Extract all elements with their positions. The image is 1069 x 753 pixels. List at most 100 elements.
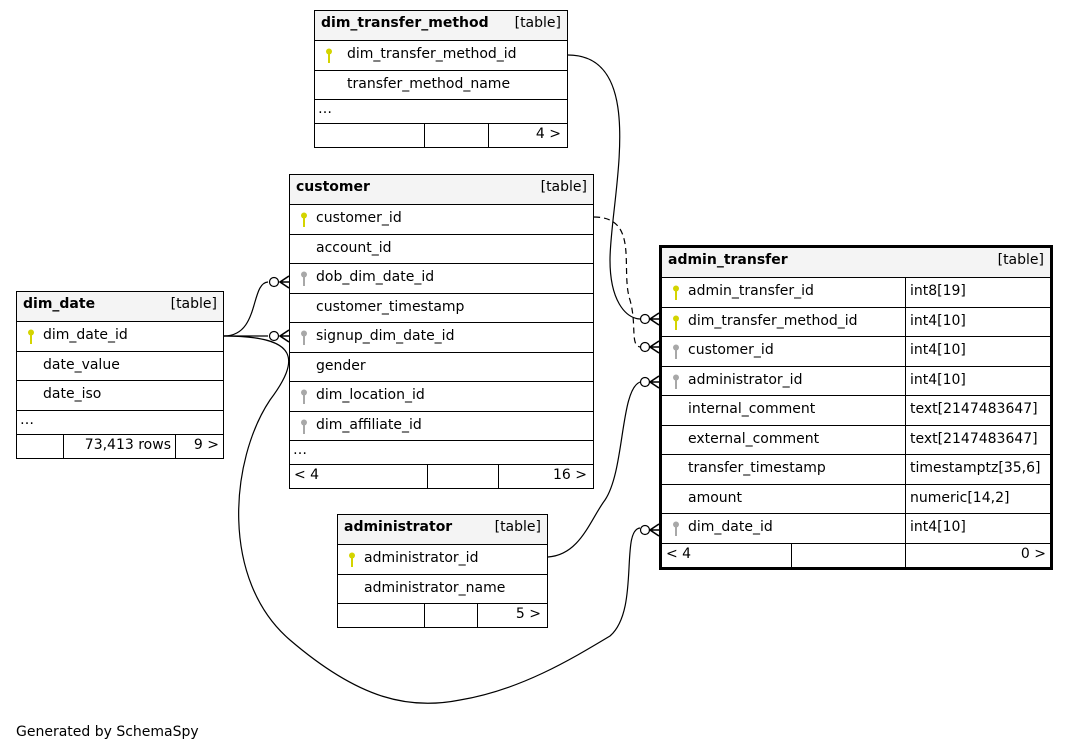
footer-right-children: 16 >	[553, 467, 587, 483]
table-admin-transfer[interactable]: admin_transfer [table] admin_transfer_id…	[659, 245, 1053, 570]
column-row[interactable]: dob_dim_date_id	[290, 263, 593, 293]
column-name: dim_transfer_method_id	[347, 46, 517, 62]
crowfoot-marker	[648, 340, 660, 354]
column-name: administrator_id	[364, 550, 479, 566]
column-row[interactable]: transfer_timestamp timestamptz[35,6]	[662, 454, 1050, 484]
table-administrator[interactable]: administrator [table] administrator_id a…	[337, 514, 548, 628]
primary-key-icon	[349, 552, 355, 567]
table-type-label: [table]	[170, 296, 217, 312]
crowfoot-marker	[648, 523, 660, 537]
table-footer: 73,413 rows 9 >	[17, 433, 223, 458]
primary-key-icon	[326, 48, 332, 63]
column-row[interactable]: signup_dim_date_id	[290, 322, 593, 352]
column-name: signup_dim_date_id	[316, 328, 455, 344]
column-name: transfer_timestamp	[688, 460, 826, 476]
column-row[interactable]: gender	[290, 351, 593, 382]
column-name: account_id	[316, 239, 392, 256]
column-type: int4[10]	[905, 307, 966, 336]
column-name: dim_affiliate_id	[316, 416, 422, 433]
column-row[interactable]: customer_id int4[10]	[662, 336, 1050, 366]
column-row[interactable]: dim_date_id int4[10]	[662, 513, 1050, 543]
column-name: amount	[688, 489, 743, 506]
column-name: dim_date_id	[43, 327, 128, 343]
table-type-label: [table]	[514, 15, 561, 31]
crowfoot-marker	[278, 275, 290, 289]
footer-right-children: 0 >	[1020, 545, 1046, 562]
foreign-key-icon	[673, 374, 679, 389]
column-type: int8[19]	[905, 278, 966, 307]
column-row[interactable]: admin_transfer_id int8[19]	[662, 277, 1050, 307]
foreign-key-icon	[301, 330, 307, 345]
optional-marker	[639, 524, 651, 536]
table-dim-transfer-method[interactable]: dim_transfer_method [table] dim_transfer…	[314, 10, 568, 148]
table-type-label: [table]	[540, 179, 587, 195]
column-name: gender	[316, 357, 366, 374]
table-type-label: [table]	[494, 519, 541, 535]
column-row[interactable]: account_id	[290, 233, 593, 264]
table-header[interactable]: dim_transfer_method [table]	[315, 11, 567, 40]
more-columns-ellipsis: …	[290, 440, 593, 464]
column-name: customer_timestamp	[316, 298, 465, 315]
primary-key-icon	[28, 329, 34, 344]
column-name: internal_comment	[688, 401, 816, 417]
column-name: customer_id	[316, 210, 402, 226]
column-row[interactable]: transfer_method_name	[315, 69, 567, 100]
column-row[interactable]: administrator_id	[338, 544, 547, 574]
table-customer[interactable]: customer [table] customer_id account_id …	[289, 174, 594, 489]
row-count: 73,413 rows	[84, 436, 171, 453]
column-name: date_iso	[43, 386, 102, 402]
primary-key-icon	[673, 315, 679, 330]
more-columns-ellipsis: …	[17, 409, 223, 434]
column-name: dim_date_id	[688, 519, 773, 535]
table-header[interactable]: administrator [table]	[338, 515, 547, 544]
footer-right-children: 5 >	[515, 606, 541, 622]
table-name: admin_transfer	[668, 252, 788, 268]
optional-marker	[639, 313, 651, 325]
column-name: date_value	[43, 356, 120, 373]
column-type: text[2147483647]	[905, 425, 1038, 454]
foreign-key-icon	[673, 344, 679, 359]
foreign-key-icon	[301, 389, 307, 404]
column-row[interactable]: administrator_name	[338, 573, 547, 604]
column-row[interactable]: date_value	[17, 350, 223, 381]
column-row[interactable]: customer_timestamp	[290, 292, 593, 323]
table-footer: < 4 0 >	[662, 542, 1050, 567]
primary-key-icon	[301, 212, 307, 227]
more-columns-ellipsis: …	[315, 99, 567, 123]
primary-key-icon	[673, 285, 679, 300]
column-name: transfer_method_name	[347, 75, 511, 92]
table-dim-date[interactable]: dim_date [table] dim_date_id date_value …	[16, 291, 224, 459]
column-type: int4[10]	[905, 366, 966, 395]
column-row[interactable]: customer_id	[290, 204, 593, 234]
edge-customer-to-admin-transfer	[593, 216, 641, 348]
column-name: dim_location_id	[316, 387, 425, 403]
table-header[interactable]: customer [table]	[290, 175, 593, 204]
column-row[interactable]: internal_comment text[2147483647]	[662, 395, 1050, 425]
column-type: text[2147483647]	[905, 396, 1038, 425]
crowfoot-marker	[648, 375, 660, 389]
column-row[interactable]: dim_transfer_method_id int4[10]	[662, 306, 1050, 336]
footer-right-children: 9 >	[193, 436, 219, 453]
edge-dim-transfer-method-to-admin-transfer	[567, 54, 641, 320]
table-name: administrator	[344, 519, 453, 535]
table-footer: 4 >	[315, 123, 567, 147]
column-row[interactable]: dim_date_id	[17, 321, 223, 351]
optional-marker	[268, 330, 280, 342]
column-row[interactable]: date_iso	[17, 380, 223, 410]
table-header[interactable]: dim_date [table]	[17, 292, 223, 321]
table-name: customer	[296, 179, 370, 195]
table-header[interactable]: admin_transfer [table]	[662, 248, 1050, 277]
column-name: admin_transfer_id	[688, 283, 814, 299]
column-row[interactable]: amount numeric[14,2]	[662, 483, 1050, 513]
column-row[interactable]: external_comment text[2147483647]	[662, 424, 1050, 454]
foreign-key-icon	[301, 419, 307, 434]
column-row[interactable]: dim_transfer_method_id	[315, 40, 567, 70]
column-name: external_comment	[688, 430, 820, 447]
crowfoot-marker	[648, 312, 660, 326]
column-row[interactable]: dim_affiliate_id	[290, 410, 593, 441]
generated-by-credit: Generated by SchemaSpy	[16, 724, 199, 740]
column-row[interactable]: dim_location_id	[290, 381, 593, 411]
column-row[interactable]: administrator_id int4[10]	[662, 365, 1050, 395]
column-name: dob_dim_date_id	[316, 269, 435, 285]
optional-marker	[639, 341, 651, 353]
